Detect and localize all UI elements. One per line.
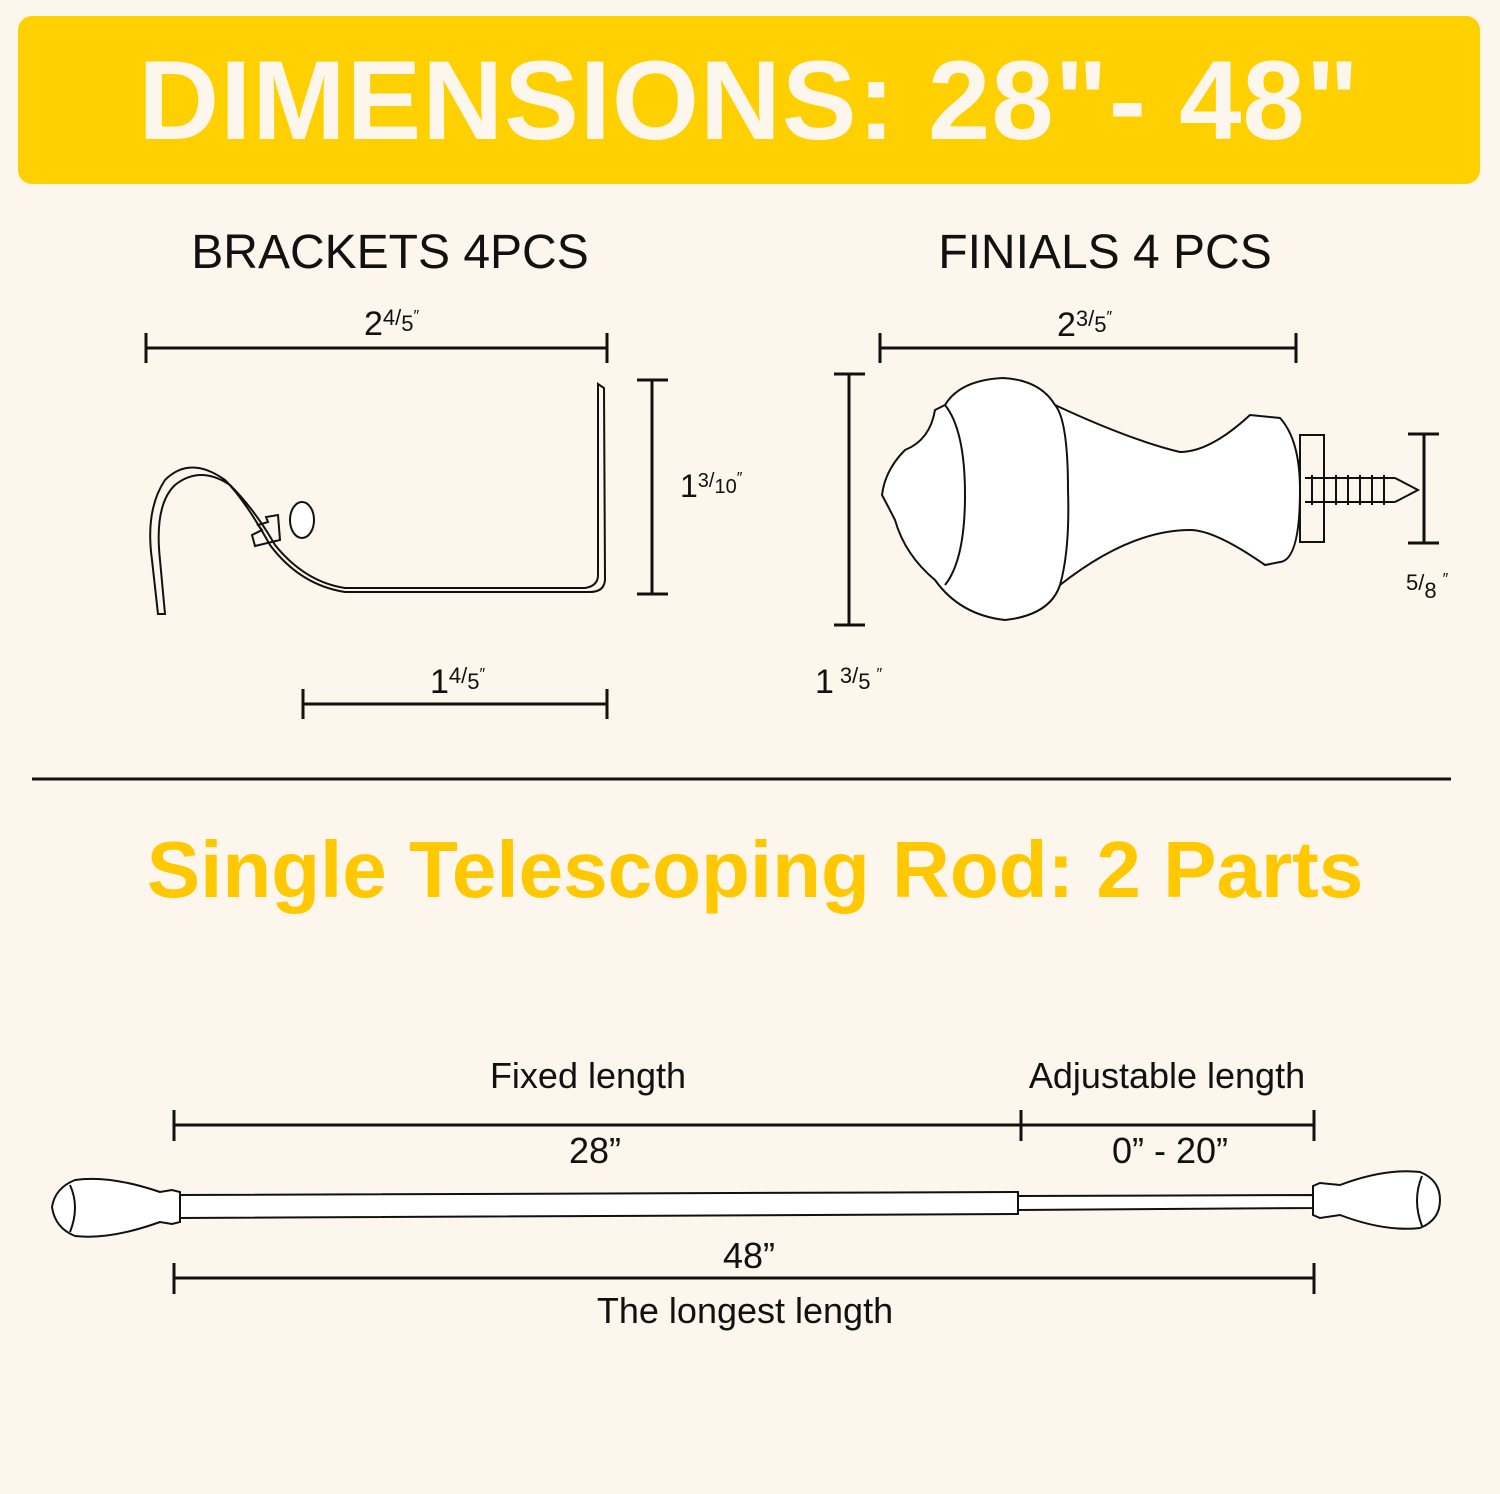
bracket-height-dimension: 13/10″: [637, 378, 743, 596]
bracket-width-label: 24/5″: [364, 305, 420, 343]
total-length-dimension: [172, 1263, 1316, 1294]
bracket-depth-label: 14/5″: [430, 663, 486, 701]
finial-length-label: 23/5″: [1057, 306, 1113, 344]
finial-length-dimension: 23/5″: [878, 306, 1298, 363]
brackets-title: BRACKETS 4PCS: [191, 226, 588, 279]
rod-drawing: [50, 1170, 1442, 1238]
adjustable-length-label: Adjustable length: [1029, 1055, 1305, 1096]
finials-title: FINIALS 4 PCS: [938, 226, 1271, 279]
bracket-width-dimension: 24/5″: [144, 305, 609, 363]
finial-screw-label: 5/8″: [1406, 570, 1449, 603]
total-length-label: The longest length: [597, 1290, 893, 1331]
page-title: DIMENSIONS: 28"- 48": [138, 37, 1360, 163]
bracket-drawing: [149, 382, 607, 615]
fixed-length-label: Fixed length: [490, 1055, 686, 1096]
total-length-value: 48”: [723, 1235, 775, 1276]
segment-dimensions: [172, 1110, 1316, 1141]
fixed-length-value: 28”: [569, 1130, 621, 1171]
title-banner: DIMENSIONS: 28"- 48": [18, 16, 1480, 184]
finial-screw-dimension: 5/8″: [1406, 432, 1449, 603]
bracket-depth-dimension: 14/5″: [301, 663, 609, 719]
adjustable-length-value: 0” - 20”: [1112, 1130, 1228, 1171]
bracket-height-label: 13/10″: [680, 468, 743, 504]
rod-title: Single Telescoping Rod: 2 Parts: [147, 825, 1364, 914]
finial-drawing: [880, 376, 1421, 622]
